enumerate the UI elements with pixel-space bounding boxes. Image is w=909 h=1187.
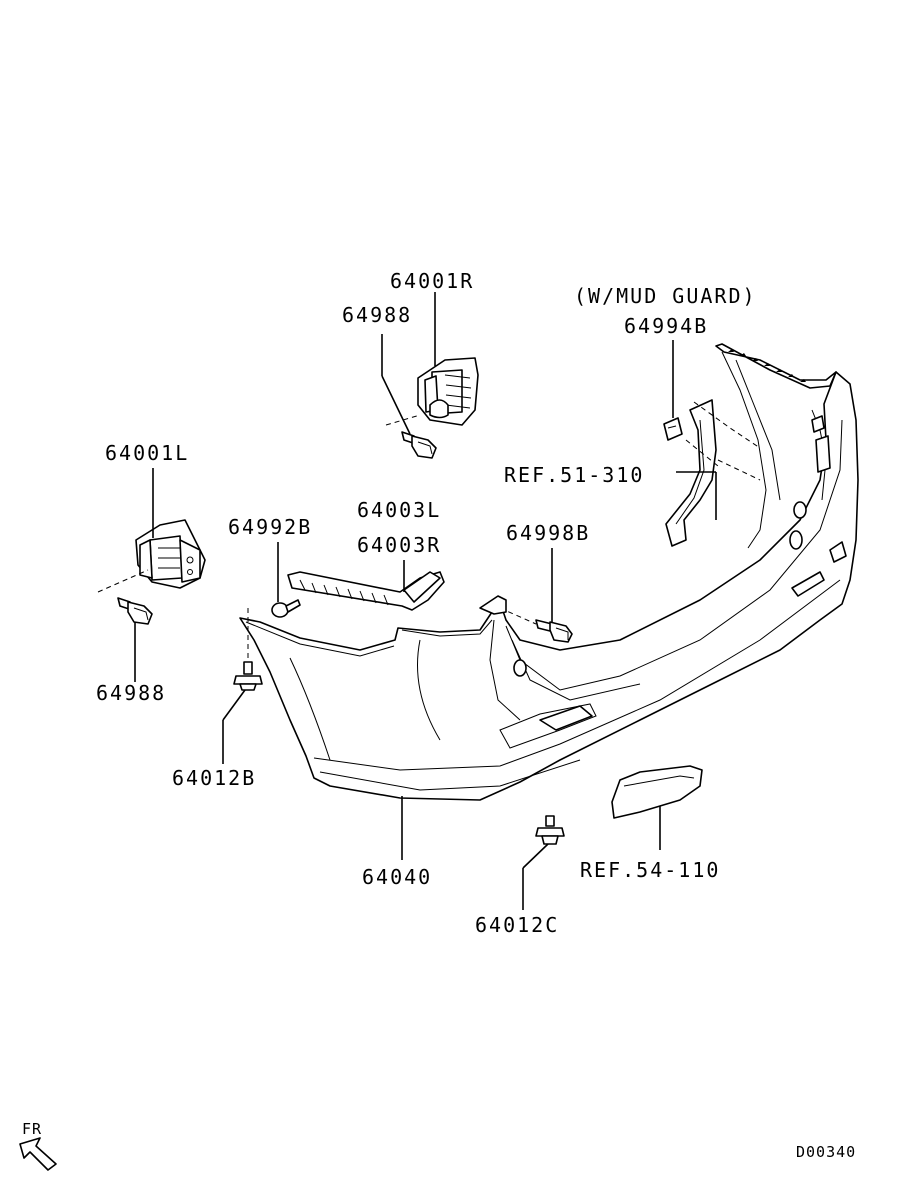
dash-bolt-lower: [97, 569, 149, 593]
retainer-64003[interactable]: [287, 571, 445, 611]
label-64001r: 64001R: [390, 269, 474, 293]
bracket-64001r[interactable]: [417, 357, 479, 426]
diagram-code: D00340: [796, 1143, 856, 1161]
label-64988-upper: 64988: [342, 303, 412, 327]
bumper-cover-64040[interactable]: [239, 343, 859, 801]
label-64992b: 64992B: [228, 515, 312, 539]
label-64001l: 64001L: [105, 441, 189, 465]
leader-64012b-a: [222, 689, 246, 721]
clip-64012b[interactable]: [233, 661, 263, 691]
label-64988-lower: 64988: [96, 681, 166, 705]
label-64998b: 64998B: [506, 521, 590, 545]
label-64003l: 64003L: [357, 498, 441, 522]
mud-guard-clip-64994b[interactable]: [663, 417, 683, 441]
dash-bolt-upper: [385, 414, 421, 426]
label-64040: 64040: [362, 865, 432, 889]
dash-mud-guard: [685, 401, 761, 481]
bolt-64988-upper[interactable]: [401, 431, 437, 459]
label-ref-54-110: REF.54-110: [580, 858, 720, 882]
label-64012c: 64012C: [475, 913, 559, 937]
front-arrow-icon: [19, 1137, 57, 1171]
bolt-64998b[interactable]: [535, 619, 573, 643]
leader-64988-upper-b: [381, 375, 411, 435]
leader-64012c-a: [522, 843, 549, 869]
reflector-ref-54-110[interactable]: [611, 765, 703, 819]
dash-bolt-64998b: [499, 607, 537, 625]
label-ref-51-310: REF.51-310: [504, 463, 644, 487]
screw-64992b[interactable]: [271, 599, 301, 618]
label-64012b: 64012B: [172, 766, 256, 790]
mud-guard-ref-51-310[interactable]: [665, 399, 717, 547]
label-64994b: 64994B: [624, 314, 708, 338]
clip-64012c[interactable]: [535, 815, 565, 845]
label-mud-guard-note: (W/MUD GUARD): [574, 284, 757, 308]
bracket-64001l[interactable]: [135, 519, 206, 589]
label-64003r: 64003R: [357, 533, 441, 557]
label-fr: FR: [22, 1120, 42, 1138]
bolt-64988-lower[interactable]: [117, 597, 153, 625]
